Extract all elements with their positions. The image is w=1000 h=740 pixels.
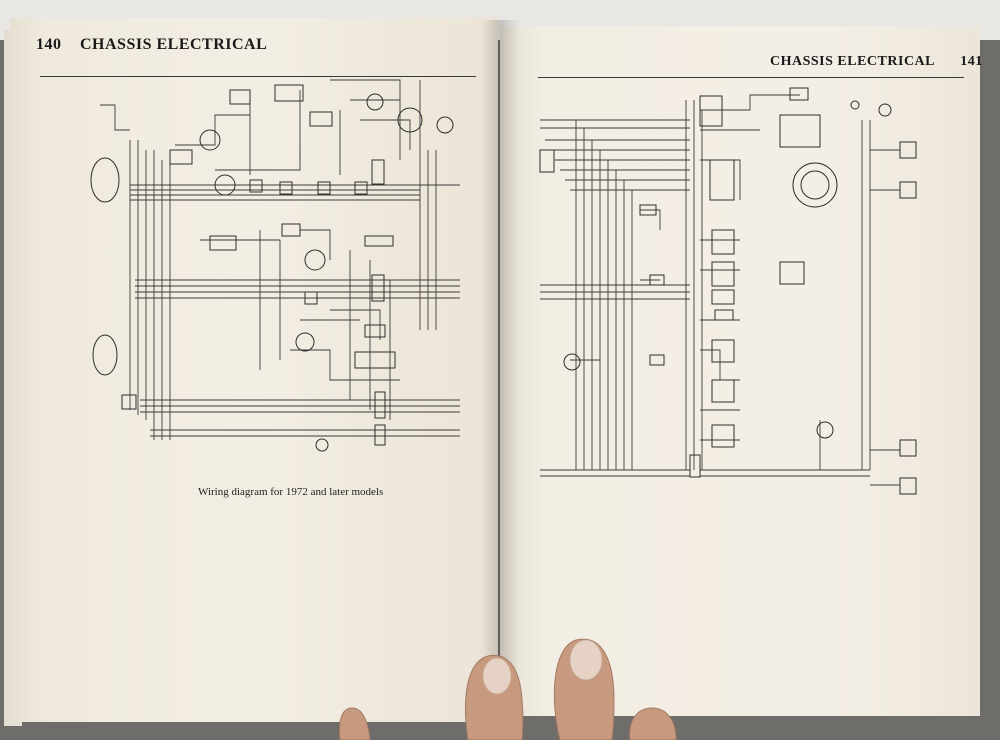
diagram-caption: Wiring diagram for 1972 and later models xyxy=(198,486,384,498)
right-running-head: CHASSIS ELECTRICAL xyxy=(770,54,935,69)
left-page xyxy=(10,18,498,722)
left-running-head: CHASSIS ELECTRICAL xyxy=(80,36,268,53)
right-page-header: CHASSIS ELECTRICAL 141 xyxy=(770,54,983,70)
right-header-rule xyxy=(538,77,964,78)
right-page-number: 141 xyxy=(960,54,983,69)
left-header-rule xyxy=(40,76,476,77)
left-page-header: 140 CHASSIS ELECTRICAL xyxy=(36,36,267,54)
left-page-number: 140 xyxy=(36,36,62,53)
right-page xyxy=(500,26,980,716)
book-spine xyxy=(480,20,520,740)
